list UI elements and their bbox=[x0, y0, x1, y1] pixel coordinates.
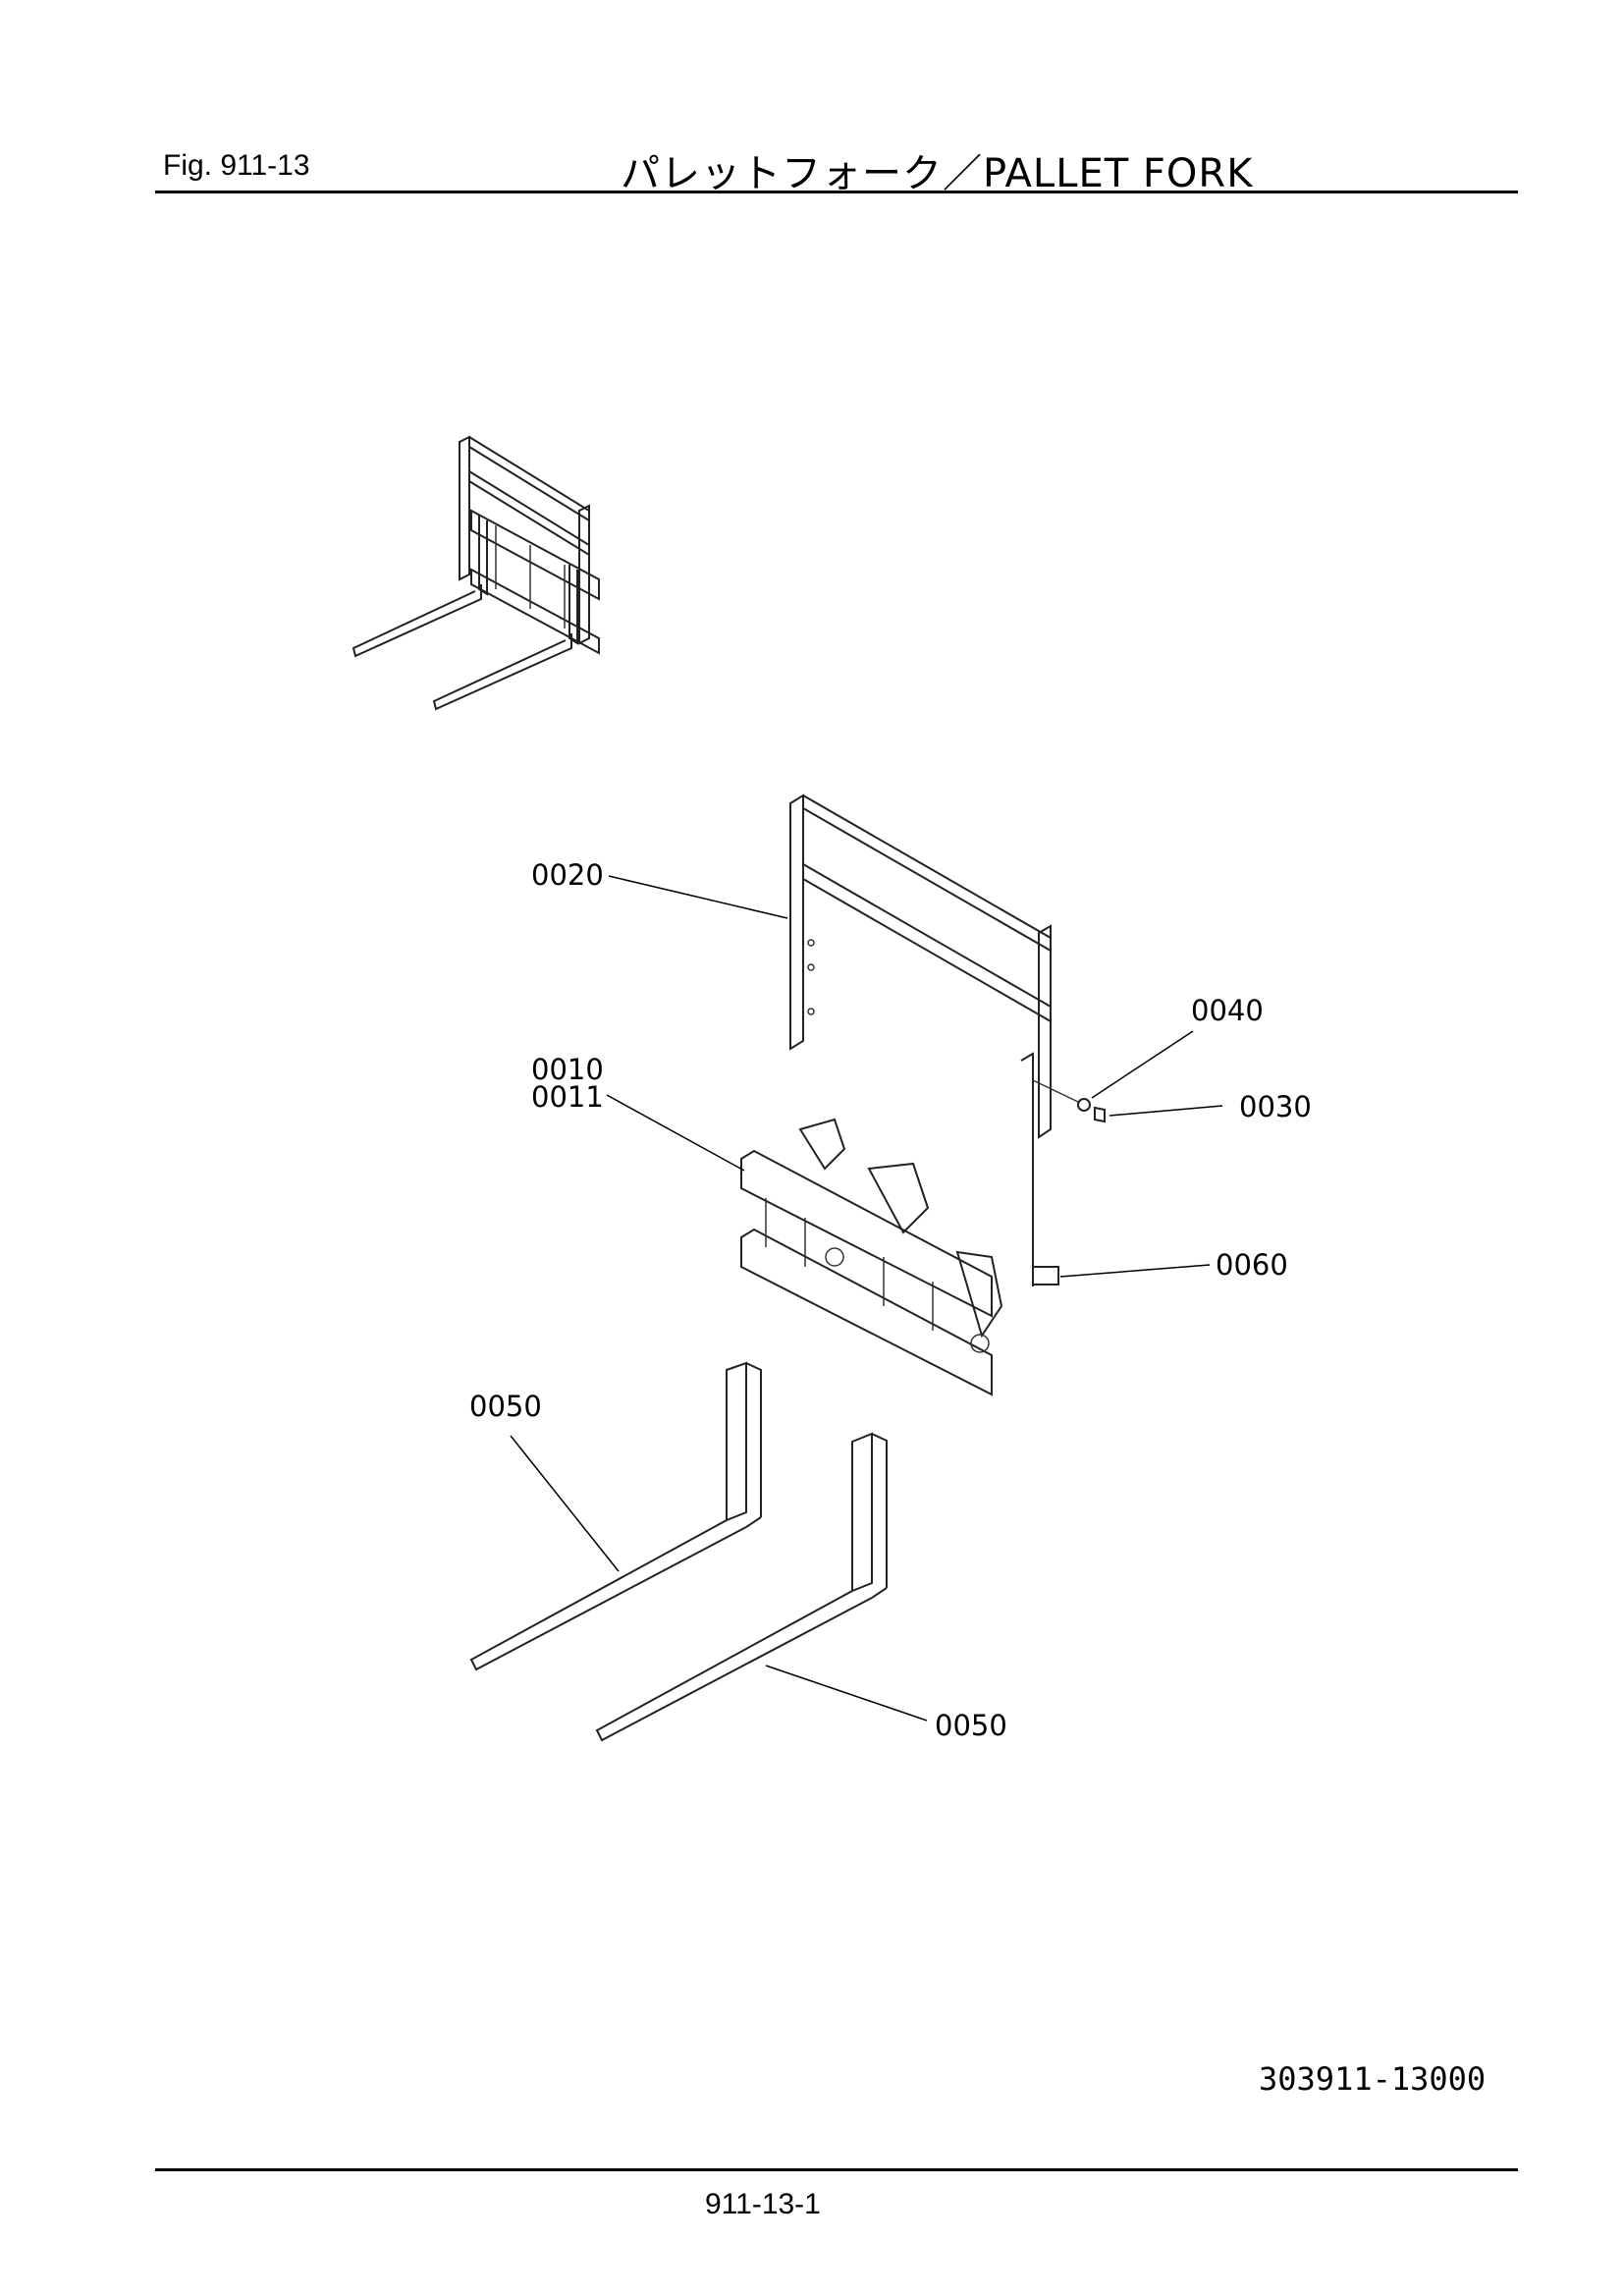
header-divider bbox=[155, 191, 1518, 193]
callout-0060: 0060 bbox=[1216, 1248, 1288, 1282]
page-title: パレットフォーク／PALLET FORK bbox=[621, 151, 1254, 196]
callout-0020: 0020 bbox=[531, 858, 604, 892]
part-hook-plate bbox=[1020, 1052, 1059, 1286]
callout-0040: 0040 bbox=[1191, 994, 1264, 1027]
page-number: 911-13-1 bbox=[705, 2188, 821, 2220]
part-0050-fork-right bbox=[595, 1432, 888, 1742]
footer-divider bbox=[155, 2168, 1518, 2171]
part-0050-fork-left bbox=[469, 1361, 762, 1671]
callout-0030: 0030 bbox=[1239, 1090, 1312, 1123]
assembly-overview bbox=[352, 435, 600, 711]
leader-lines bbox=[510, 875, 1223, 1722]
part-0030-bolt bbox=[1032, 1079, 1106, 1123]
callout-0050-right: 0050 bbox=[935, 1709, 1007, 1742]
callout-0010: 0010 bbox=[531, 1053, 604, 1086]
figure-number: Fig. 911-13 bbox=[163, 149, 310, 182]
part-0020-backrest bbox=[789, 793, 1052, 1139]
callout-0050-left: 0050 bbox=[469, 1390, 542, 1423]
document-number: 303911-13000 bbox=[1259, 2060, 1487, 2098]
part-0010-carriage bbox=[740, 1118, 1003, 1396]
callout-0011: 0011 bbox=[531, 1080, 604, 1114]
